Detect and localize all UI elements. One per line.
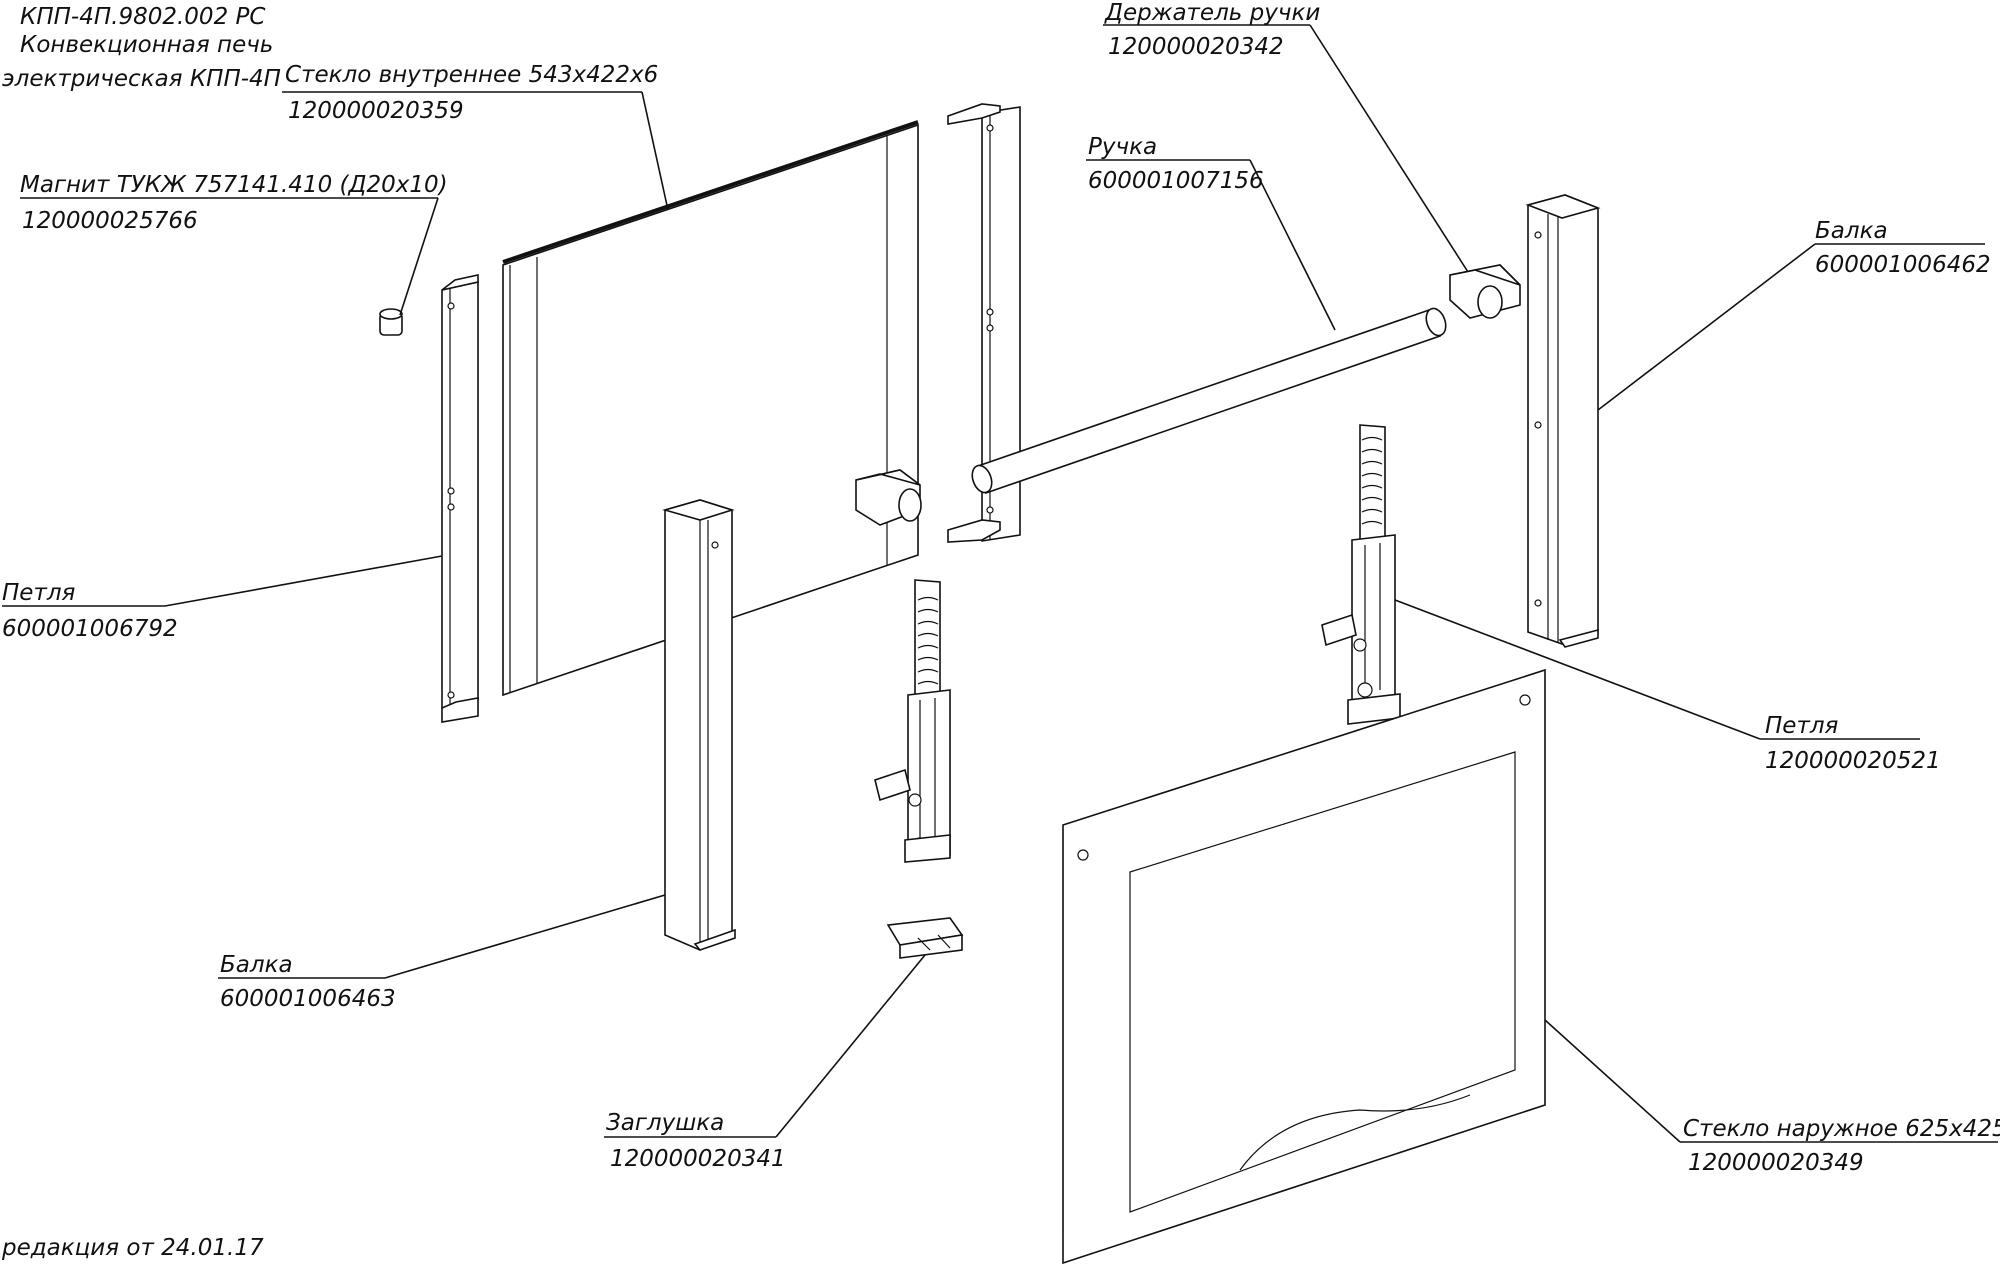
label-right-beam-code: 600001006462 — [1815, 252, 1991, 278]
header-line-1: КПП-4П.9802.002 РС — [20, 4, 265, 30]
label-right-beam-name: Балка — [1815, 218, 1888, 244]
label-magnet-code: 120000025766 — [22, 208, 198, 234]
label-inner-glass-name: Стекло внутреннее 543x422x6 — [285, 62, 658, 88]
handle-holder-left-part — [855, 469, 922, 526]
left-hinge-strip-part — [441, 274, 479, 723]
header-line-2: Конвекционная печь — [20, 32, 273, 58]
label-handle-code: 600001007156 — [1088, 168, 1264, 194]
inner-glass-part — [502, 120, 919, 697]
label-outer-glass-code: 120000020349 — [1688, 1150, 1864, 1176]
label-left-beam-code: 600001006463 — [220, 986, 396, 1012]
label-magnet-name: Магнит ТУКЖ 757141.410 (Д20x10) — [20, 172, 448, 198]
label-outer-glass-name: Стекло наружное 625x425x5 — [1683, 1116, 2000, 1142]
outer-glass-part — [1062, 668, 1546, 1264]
right-hinge-part — [1321, 424, 1401, 725]
handle-holder-part — [1449, 264, 1521, 319]
label-inner-glass-code: 120000020359 — [288, 98, 464, 124]
magnet-part — [379, 308, 403, 336]
leader-lines — [2, 24, 1998, 1143]
handle-part — [971, 307, 1447, 495]
label-left-hinge-code: 600001006792 — [2, 616, 178, 642]
center-hinge-part — [874, 579, 951, 863]
plug-part — [886, 917, 964, 959]
right-beam-part — [1525, 194, 1601, 648]
label-plug-name: Заглушка — [606, 1110, 724, 1136]
header-line-3: электрическая КПП-4П — [2, 66, 281, 92]
left-beam-part — [662, 499, 736, 951]
handle-strip-part — [947, 103, 1021, 543]
label-handle-holder-name: Держатель ручки — [1104, 0, 1320, 26]
label-left-hinge-name: Петля — [2, 580, 76, 606]
label-plug-code: 120000020341 — [610, 1146, 786, 1172]
label-handle-name: Ручка — [1088, 134, 1157, 160]
edition-note: редакция от 24.01.17 — [1, 1235, 264, 1261]
label-right-hinge-code: 120000020521 — [1765, 748, 1941, 774]
label-handle-holder-code: 120000020342 — [1108, 34, 1284, 60]
label-right-hinge-name: Петля — [1765, 713, 1839, 739]
label-left-beam-name: Балка — [220, 952, 293, 978]
